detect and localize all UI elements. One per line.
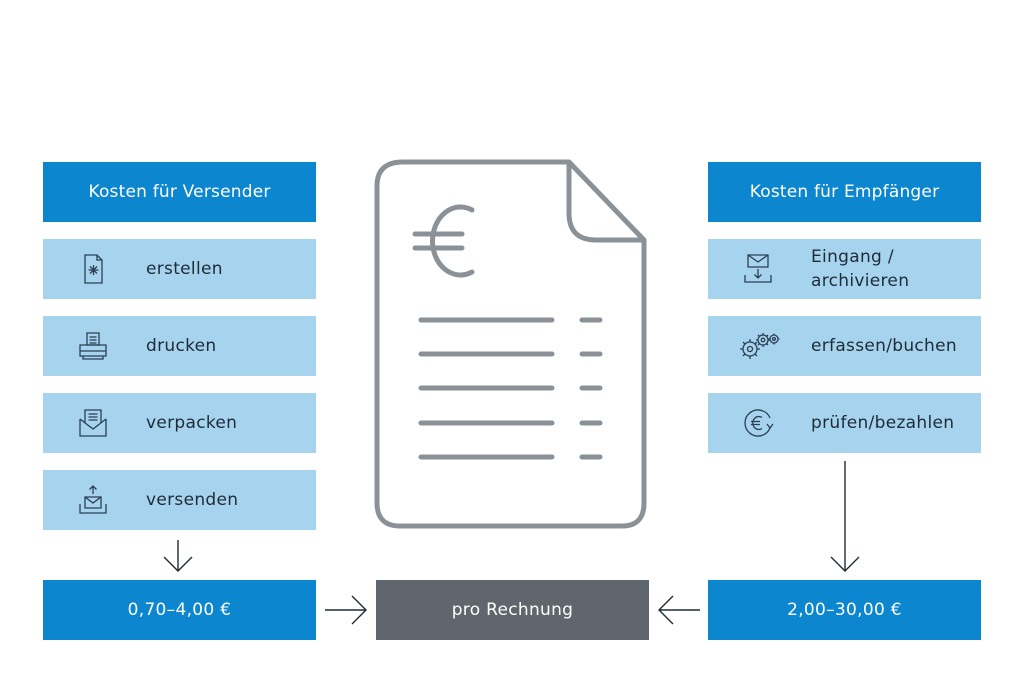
step-drucken-label: drucken	[146, 336, 217, 356]
step-erfassen-buchen-label: erfassen/buchen	[811, 336, 957, 356]
arrow-down-right	[830, 461, 860, 572]
recipient-costs-header: Kosten für Empfänger	[708, 162, 981, 222]
step-verpacken-label: verpacken	[146, 413, 238, 433]
gears-icon	[736, 329, 780, 363]
document-create-icon	[76, 252, 110, 286]
step-drucken: drucken	[43, 316, 316, 376]
sender-costs-header-label: Kosten für Versender	[88, 182, 271, 202]
step-eingang-line1: Eingang /	[811, 247, 894, 267]
sender-total-value: 0,70–4,00 €	[127, 600, 232, 620]
recipient-costs-header-label: Kosten für Empfänger	[749, 182, 940, 202]
printer-icon	[76, 329, 110, 363]
step-eingang-line2: archivieren	[811, 271, 910, 291]
step-versenden-label: versenden	[146, 490, 239, 510]
step-pruefen-bezahlen: prüfen/bezahlen	[708, 393, 981, 453]
sender-costs-header: Kosten für Versender	[43, 162, 316, 222]
sender-total: 0,70–4,00 €	[43, 580, 316, 640]
step-erfassen-buchen: erfassen/buchen	[708, 316, 981, 376]
arrow-down-left	[163, 540, 193, 572]
inbox-download-icon	[741, 252, 775, 286]
step-versenden: versenden	[43, 470, 316, 530]
euro-cycle-icon	[741, 406, 775, 440]
step-erstellen-label: erstellen	[146, 259, 223, 279]
step-eingang-archivieren-label: Eingang / archivieren	[811, 245, 909, 293]
per-invoice-box: pro Rechnung	[376, 580, 649, 640]
arrow-left-to-center	[658, 595, 700, 625]
envelope-pack-icon	[76, 406, 110, 440]
per-invoice-label: pro Rechnung	[451, 600, 574, 620]
step-eingang-archivieren: Eingang / archivieren	[708, 239, 981, 299]
send-tray-icon	[76, 483, 110, 517]
step-pruefen-bezahlen-label: prüfen/bezahlen	[811, 413, 955, 433]
arrow-right-to-center	[325, 595, 367, 625]
recipient-total-value: 2,00–30,00 €	[787, 600, 902, 620]
recipient-total: 2,00–30,00 €	[708, 580, 981, 640]
step-erstellen: erstellen	[43, 239, 316, 299]
step-verpacken: verpacken	[43, 393, 316, 453]
euro-invoice-document-icon	[374, 159, 647, 529]
